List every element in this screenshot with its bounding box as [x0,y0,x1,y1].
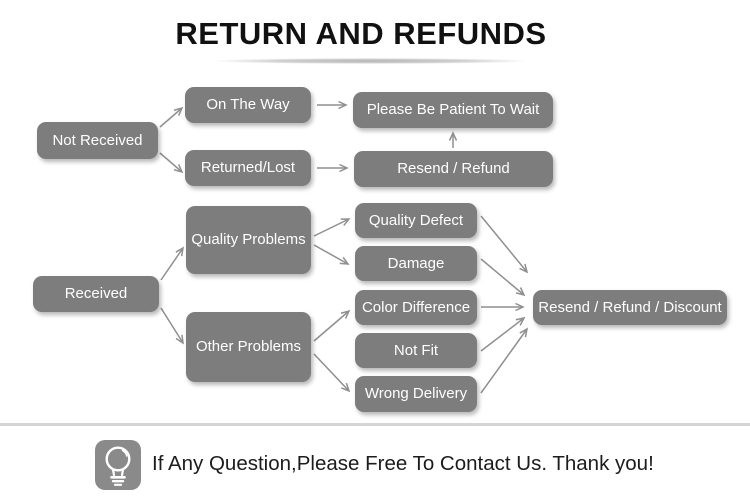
arrow-damage-to-final [480,258,526,297]
arrow-quality-problems-to-quality-defect [313,218,351,237]
title-underline [153,57,589,65]
arrow-not-received-to-on-the-way [159,106,184,128]
arrow-other-problems-to-wrong-delivery [313,353,351,393]
arrow-received-to-quality-problems [160,246,185,281]
node-please-be-patient: Please Be Patient To Wait [353,92,553,128]
node-not-received: Not Received [37,122,158,159]
node-on-the-way: On The Way [185,87,311,123]
page-title: RETURN AND REFUNDS [175,16,547,51]
node-returned-lost: Returned/Lost [185,150,311,186]
footer-divider [0,423,750,426]
arrow-not-received-to-returned-lost [159,152,184,174]
node-damage: Damage [355,246,477,281]
node-received: Received [33,276,159,312]
node-other-problems: Other Problems [186,312,311,382]
arrow-quality-defect-to-final [480,215,529,274]
arrow-not-fit-to-final [480,316,526,352]
arrow-other-problems-to-color-difference [313,309,351,342]
node-resend-refund: Resend / Refund [354,151,553,187]
arrow-quality-problems-to-damage [313,244,350,265]
node-wrong-delivery: Wrong Delivery [355,376,477,412]
arrow-received-to-other-problems [160,307,184,345]
node-color-difference: Color Difference [355,290,477,325]
footer-message: If Any Question,Please Free To Contact U… [152,452,654,475]
node-not-fit: Not Fit [355,333,477,368]
node-resend-refund-discount: Resend / Refund / Discount [533,290,727,325]
lightbulb-icon [95,440,141,490]
node-quality-defect: Quality Defect [355,203,477,238]
arrow-wrong-delivery-to-final [480,327,529,394]
node-quality-problems: Quality Problems [186,206,311,274]
